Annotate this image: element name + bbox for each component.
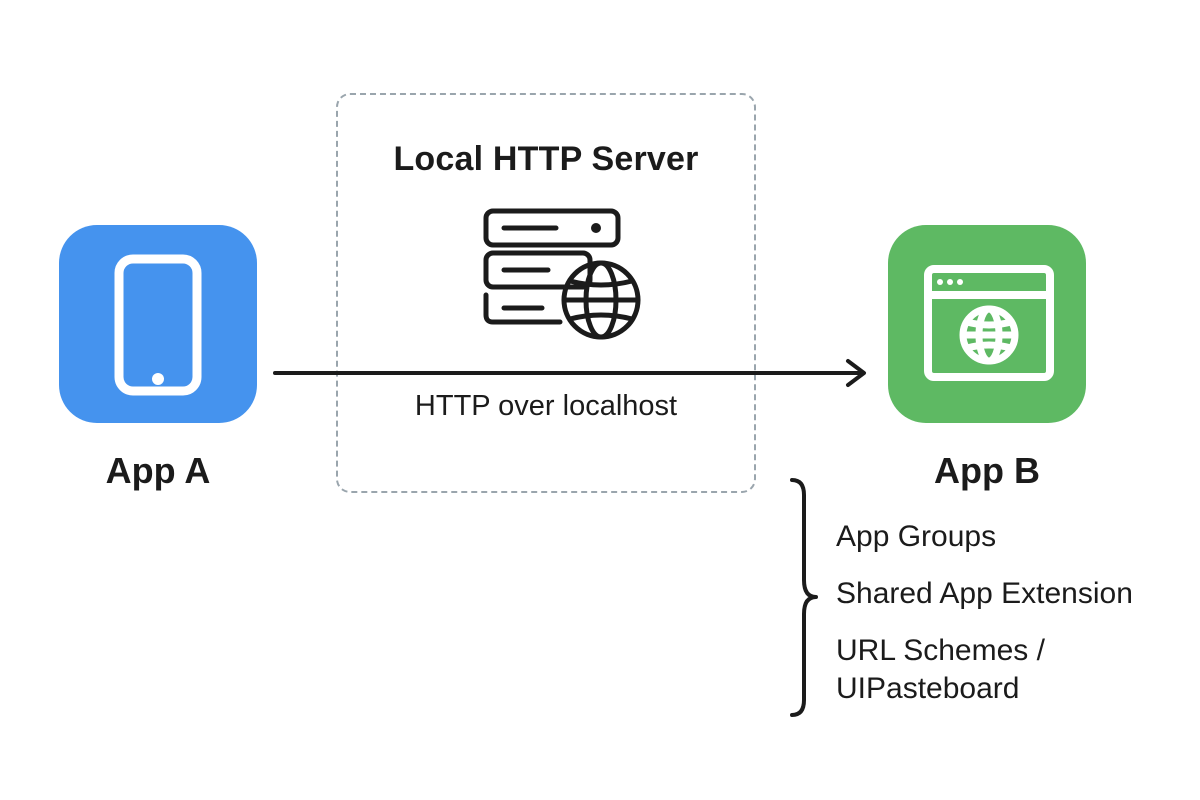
alternatives-list: App Groups Shared App Extension URL Sche… bbox=[836, 518, 1176, 727]
alt-item-url-schemes-line1: URL Schemes / bbox=[836, 634, 1045, 667]
smartphone-icon bbox=[114, 254, 202, 396]
app-a-label: App A bbox=[105, 450, 211, 491]
alt-item-url-schemes: URL Schemes / UIPasteboard bbox=[836, 632, 1176, 708]
alt-item-app-groups: App Groups bbox=[836, 520, 997, 553]
app-a-tile[interactable] bbox=[59, 225, 257, 423]
app-b-tile[interactable] bbox=[888, 225, 1086, 423]
server-globe-icon bbox=[483, 208, 641, 340]
connection-arrow bbox=[273, 359, 866, 387]
browser-globe-icon bbox=[924, 265, 1054, 381]
server-container bbox=[336, 93, 756, 493]
curly-brace bbox=[790, 478, 818, 717]
alt-item-shared-extension: Shared App Extension bbox=[836, 577, 1133, 610]
connection-label: HTTP over localhost bbox=[414, 390, 678, 422]
app-b-label: App B bbox=[934, 450, 1040, 491]
alt-item-pasteboard: UIPasteboard bbox=[836, 672, 1020, 705]
server-title: Local HTTP Server bbox=[393, 140, 699, 178]
